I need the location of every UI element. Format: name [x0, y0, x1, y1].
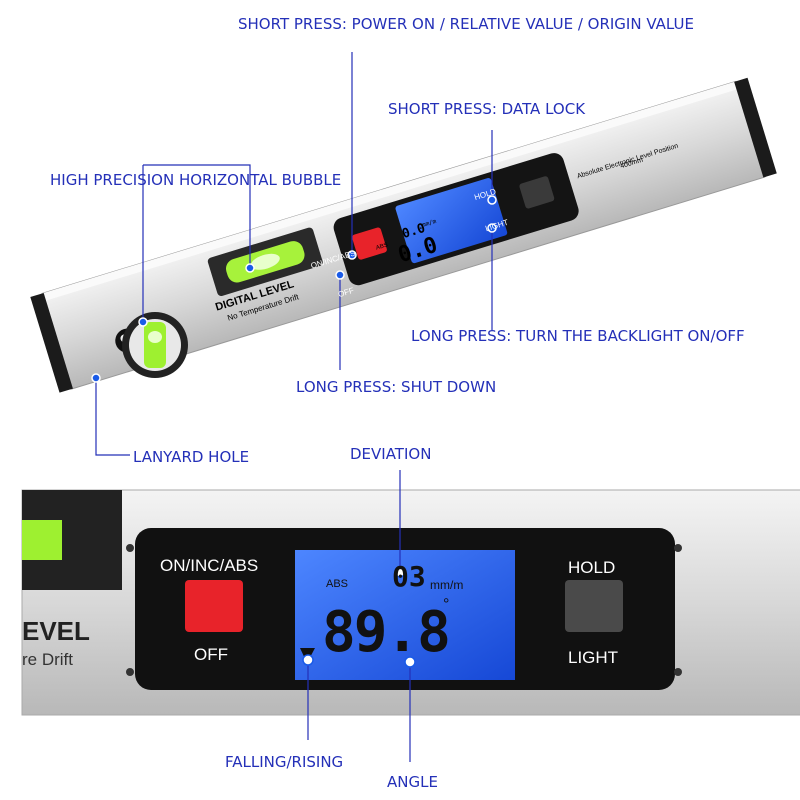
- zoom-brand-fragment: EVEL: [22, 616, 90, 646]
- callout-backlight: LONG PRESS: TURN THE BACKLIGHT ON/OFF: [411, 327, 745, 345]
- callout-dots: [91, 195, 497, 383]
- zoom-sub-fragment: re Drift: [22, 650, 73, 669]
- callout-shutdown: LONG PRESS: SHUT DOWN: [296, 378, 497, 396]
- lcd-screen: [395, 178, 508, 264]
- callout-deviation: DEVIATION: [350, 445, 432, 463]
- zoom-lcd-angle: 89.8: [322, 600, 451, 665]
- zoom-lcd-deviation: 03: [392, 560, 426, 593]
- callout-power: SHORT PRESS: POWER ON / RELATIVE VALUE /…: [238, 15, 694, 33]
- hold-button: [519, 176, 555, 209]
- callout-bubble: HIGH PRECISION HORIZONTAL BUBBLE: [50, 171, 342, 189]
- zoom-lcd-abs: ABS: [326, 578, 349, 590]
- power-button: [352, 227, 387, 260]
- zoom-btn-left-bottom: OFF: [194, 645, 228, 664]
- zoom-lcd-degree: °: [443, 596, 450, 613]
- zoom-btn-right: HOLD: [568, 558, 616, 577]
- callout-angle: ANGLE: [387, 773, 438, 791]
- callout-data-lock: SHORT PRESS: DATA LOCK: [388, 100, 586, 118]
- callout-lanyard: LANYARD HOLE: [133, 448, 250, 466]
- zoom-btn-left: ON/INC/ABS: [160, 556, 259, 575]
- zoom-power-button: [185, 580, 243, 632]
- zoom-lcd-unit: mm/m: [430, 578, 464, 592]
- zoom-btn-right-bottom: LIGHT: [568, 648, 619, 667]
- zoom-callout-dots: [302, 566, 416, 668]
- zoom-leader-lines: [307, 470, 411, 762]
- round-bubble: [122, 312, 188, 378]
- zoom-hold-button: [565, 580, 623, 632]
- callout-falling: FALLING/RISING: [225, 753, 344, 771]
- leader-lines: [95, 52, 493, 456]
- digital-level-body: [30, 77, 777, 393]
